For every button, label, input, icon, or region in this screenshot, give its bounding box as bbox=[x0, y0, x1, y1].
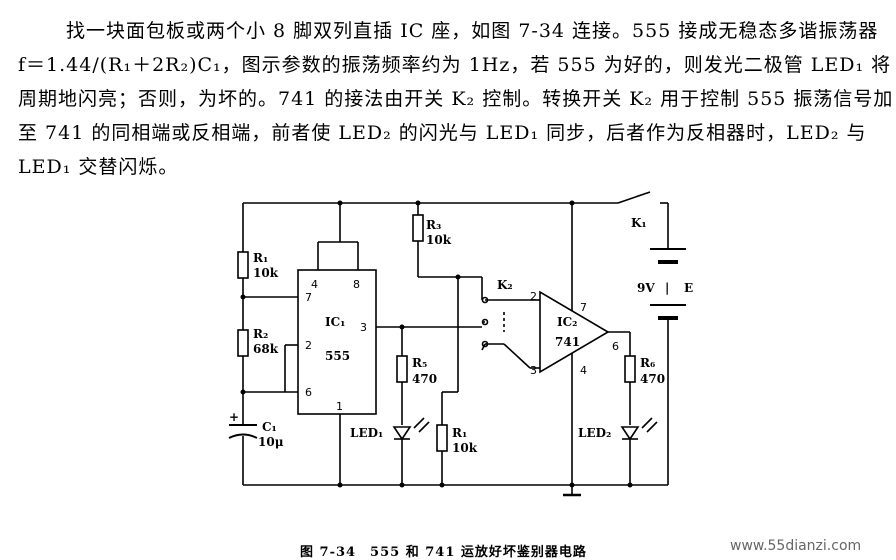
ic2-pin2: 2 bbox=[530, 290, 537, 303]
r2-name: R₂ bbox=[253, 327, 268, 341]
ic2-name: IC₂ bbox=[557, 315, 577, 329]
k2-label: K₂ bbox=[497, 278, 513, 292]
c1-plus: + bbox=[229, 410, 239, 424]
ic2-741-opamp bbox=[539, 290, 610, 374]
battery-name: E bbox=[684, 281, 693, 295]
led2-diode bbox=[620, 417, 658, 441]
ic2-pin3: 3 bbox=[530, 364, 537, 377]
r1-mid-resistor bbox=[436, 424, 448, 452]
ic2-type: 741 bbox=[555, 335, 580, 349]
ic1-pin7: 7 bbox=[305, 291, 312, 304]
description-line: 找一块面包板或两个小 8 脚双列直插 IC 座，如图 7-34 连接。555 接… bbox=[66, 20, 879, 42]
c1-name: C₁ bbox=[262, 420, 277, 434]
ic1-pin1: 1 bbox=[336, 400, 343, 413]
ic1-pin8: 8 bbox=[353, 278, 360, 291]
ic1-type: 555 bbox=[325, 349, 350, 363]
r3-value: 10k bbox=[426, 233, 452, 247]
ic1-555-chip bbox=[297, 269, 377, 415]
battery-separator: | bbox=[665, 281, 669, 295]
r2-value: 68k bbox=[253, 342, 279, 356]
ic1-pin2: 2 bbox=[305, 339, 312, 352]
ic1-pin3: 3 bbox=[360, 321, 367, 334]
k1-label: K₁ bbox=[631, 216, 647, 230]
r5-value: 470 bbox=[412, 372, 437, 386]
c1-capacitor bbox=[228, 424, 258, 439]
r3-name: R₃ bbox=[426, 218, 441, 232]
ic1-pin6: 6 bbox=[305, 386, 312, 399]
battery-voltage: 9V bbox=[637, 281, 655, 295]
ic2-pin4: 4 bbox=[580, 364, 587, 377]
description-line: f＝1.44/(R₁＋2R₂)C₁，图示参数的振荡频率约为 1Hz，若 555 … bbox=[18, 54, 892, 76]
r6-name: R₆ bbox=[640, 356, 655, 370]
description-line: 至 741 的同相端或反相端，前者使 LED₂ 的闪光与 LED₁ 同步，后者作… bbox=[18, 122, 867, 144]
r1-mid-value: 10k bbox=[452, 441, 478, 455]
junction-dots bbox=[240, 200, 633, 488]
description-line: 周期地闪亮；否则，为坏的。741 的接法由开关 K₂ 控制。转换开关 K₂ 用于… bbox=[18, 88, 894, 110]
led1-diode bbox=[392, 417, 430, 441]
r2-resistor bbox=[237, 329, 249, 357]
r1-left-name: R₁ bbox=[253, 251, 268, 265]
ic2-pin7: 7 bbox=[580, 301, 587, 314]
ic1-name: IC₁ bbox=[325, 315, 345, 329]
ic1-pin4: 4 bbox=[311, 278, 318, 291]
r6-resistor bbox=[624, 355, 636, 383]
r6-value: 470 bbox=[640, 372, 665, 386]
ic2-pin6: 6 bbox=[612, 340, 619, 353]
r5-resistor bbox=[396, 355, 408, 383]
description-paragraph: 找一块面包板或两个小 8 脚双列直插 IC 座，如图 7-34 连接。555 接… bbox=[18, 14, 896, 184]
k2-switch bbox=[481, 277, 531, 369]
description-line: LED₁ 交替闪烁。 bbox=[18, 156, 179, 178]
r1-mid-name: R₁ bbox=[452, 426, 467, 440]
r5-name: R₅ bbox=[412, 356, 427, 370]
k1-switch bbox=[617, 191, 668, 204]
c1-value: 10μ bbox=[258, 435, 284, 449]
watermark-text: www.55dianzi.com bbox=[730, 538, 862, 554]
led1-label: LED₁ bbox=[350, 426, 383, 440]
r3-resistor bbox=[412, 214, 424, 242]
r1-left-resistor bbox=[237, 251, 249, 279]
led2-label: LED₂ bbox=[578, 426, 611, 440]
figure-caption: 图 7-34 555 和 741 运放好坏鉴别器电路 bbox=[300, 545, 587, 560]
r1-left-value: 10k bbox=[253, 266, 279, 280]
